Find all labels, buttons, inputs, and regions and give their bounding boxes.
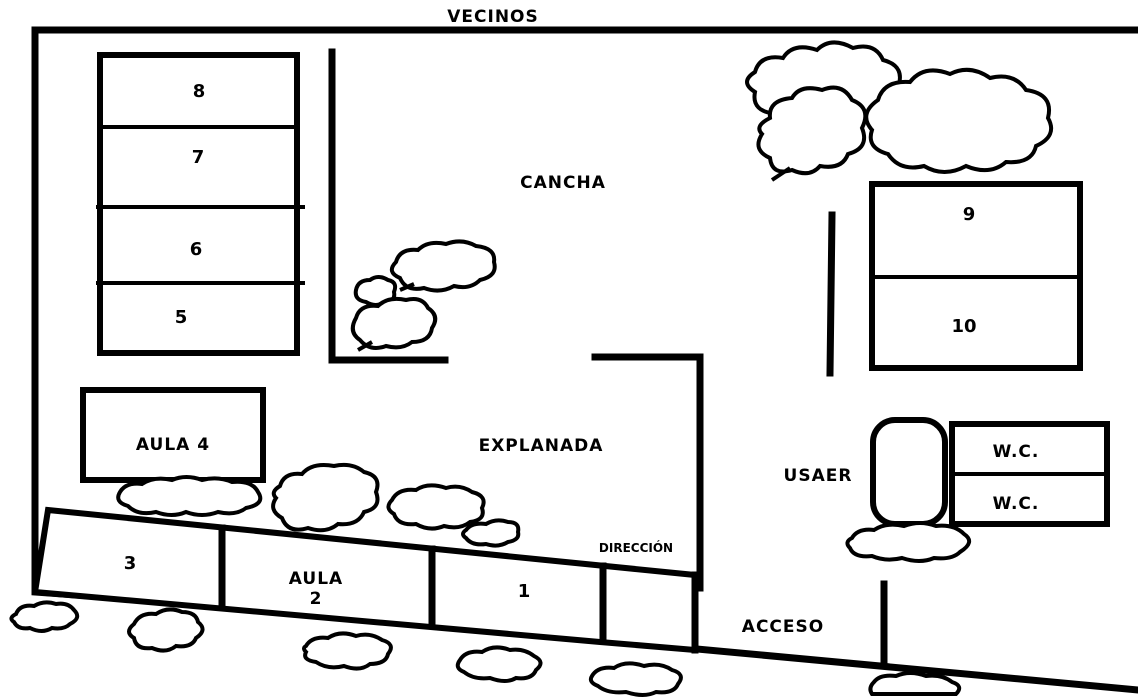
tree-icon [455, 645, 543, 683]
tree-icon [271, 462, 380, 533]
front-classroom-block [31, 506, 698, 654]
tree-icon [588, 661, 683, 697]
court-wall-right [591, 353, 704, 592]
neighbors-label: VECINOS [447, 7, 539, 27]
tree-icon [461, 518, 521, 548]
room-block-9-10 [869, 181, 1083, 371]
court-wall-east [826, 211, 836, 377]
classroom-2-label-line1: AULA [289, 569, 343, 589]
classroom-4 [80, 387, 266, 483]
tree-icon [756, 85, 868, 182]
classroom-4-label: AULA 4 [136, 435, 210, 455]
room-3-label: 3 [124, 553, 137, 574]
access-label: ACCESO [742, 617, 824, 637]
room-8-label: 8 [193, 81, 206, 102]
tree-icon [116, 475, 263, 517]
room-6-label: 6 [190, 239, 203, 260]
tree-icon [9, 600, 80, 633]
tree-icon [845, 521, 972, 563]
usaer-label: USAER [784, 466, 853, 486]
esplanade-label: EXPLANADA [479, 436, 604, 456]
classroom-block-5-8 [96, 52, 305, 356]
classroom-2-label-line2: 2 [310, 589, 323, 609]
wc-bottom-label: W.C. [993, 494, 1040, 514]
direccion-label: DIRECCIÓN [599, 540, 673, 555]
room-9-label: 9 [963, 204, 976, 225]
tree-icon [389, 239, 497, 293]
tree-icon [864, 67, 1053, 174]
room-10-label: 10 [951, 316, 976, 337]
tree-icon [386, 483, 486, 531]
tree-icon [127, 607, 205, 653]
tree-icon [353, 275, 398, 307]
room-7-label: 7 [192, 147, 205, 168]
wc-top-label: W.C. [993, 442, 1040, 462]
usaer-room [870, 417, 948, 527]
room-1-label: 1 [518, 581, 531, 602]
tree-icon [868, 671, 962, 696]
room-5-label: 5 [175, 307, 188, 328]
tree-icon [302, 631, 393, 671]
court-wall-left [328, 48, 449, 364]
wc-block [949, 421, 1110, 527]
tree-icon [350, 296, 438, 352]
court-label: CANCHA [520, 173, 606, 193]
